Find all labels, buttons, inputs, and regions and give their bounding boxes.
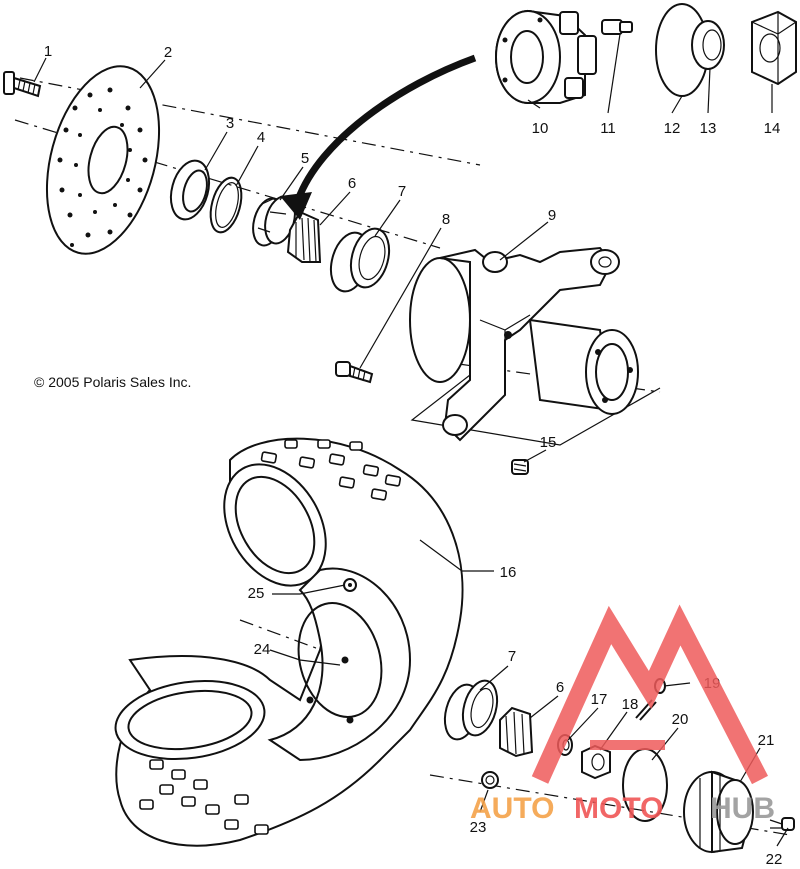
part-15-fitting [511,459,529,475]
watermark-logo: AUTO MOTO HUB [470,604,775,825]
callout-16: 16 [500,564,517,581]
watermark-text-auto: AUTO [470,792,554,825]
callout-6: 6 [348,175,356,192]
callout-7-lower: 7 [508,648,516,665]
part-24-wheel-rim [267,567,412,762]
leader-lines [33,33,789,847]
callout-3: 3 [226,115,234,132]
part-7-lower-bearing-cup [443,679,499,741]
callout-5: 5 [301,150,309,167]
part-10-drive-hub [495,9,597,104]
callout-4: 4 [257,129,265,146]
callout-13: 13 [700,120,717,137]
callout-24: 24 [254,641,271,658]
callout-labels: 1 2 3 4 5 6 7 8 9 10 11 12 13 14 15 16 7… [44,43,783,868]
callout-14: 14 [764,120,781,137]
callout-20: 20 [672,711,689,728]
callout-1: 1 [44,43,52,60]
callout-23: 23 [470,819,487,836]
callout-18: 18 [622,696,639,713]
callout-10: 10 [532,120,549,137]
part-8-screw [335,361,374,384]
part-6-lower-bearing-cone [499,706,534,758]
part-18-nut [581,744,611,780]
part-14-axle-nut [751,10,797,86]
callout-22: 22 [766,851,783,868]
callout-2: 2 [164,44,172,61]
part-11-pin [601,19,633,35]
part-3-seal [169,159,211,221]
callout-21: 21 [758,732,775,749]
callout-15: 15 [540,434,557,451]
part-16-tire [114,437,464,847]
part-13-washer [691,20,725,70]
callout-6-lower: 6 [556,679,564,696]
callout-25: 25 [248,585,265,602]
part-21-hub-cap [683,770,754,854]
callout-9: 9 [548,207,556,224]
assembly-arrow [280,54,477,220]
callout-17: 17 [591,691,608,708]
part-9-hub-knuckle [409,246,639,442]
part-25-valve-stem [343,578,357,592]
callout-7: 7 [398,183,406,200]
callout-8: 8 [442,211,450,228]
part-2-brake-disc [45,65,161,255]
part-23-nipple [481,771,499,789]
watermark-text-moto: MOTO [574,792,663,825]
part-7-bearing-cup [329,227,391,293]
part-22-screw [769,817,795,831]
callout-11: 11 [600,120,616,137]
callout-12: 12 [664,120,681,137]
part-1-bolt [3,71,42,98]
copyright-text: © 2005 Polaris Sales Inc. [34,374,191,390]
watermark-text-hub: HUB [710,792,775,825]
part-4-snap-ring [209,176,243,234]
